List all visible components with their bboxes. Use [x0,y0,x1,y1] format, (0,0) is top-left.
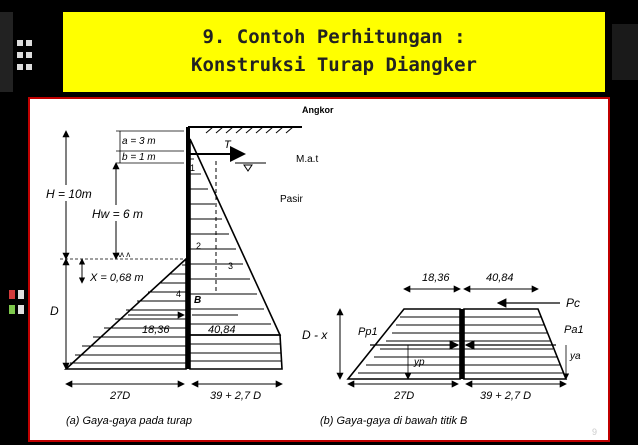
page-number: 9 [592,427,597,437]
figure-a: Angkor [44,105,334,427]
caption-b: (b) Gaya-gaya di bawah titik B [320,415,467,427]
tension-label: T [224,139,232,151]
dimension-D: D [50,304,59,318]
figure-b: 18,36 40,84 Pc [302,272,584,427]
active-trapezoid [463,308,568,380]
ground-hatch [205,126,294,134]
pile-below-B [460,309,464,379]
caption-a: (a) Gaya-gaya pada turap [66,415,192,427]
b-top-left: 18,36 [422,272,450,284]
diagram-svg: Angkor [44,105,597,437]
trapezoid-hatch [358,316,563,374]
point-B: B [194,295,201,306]
dredge-hatch: ʌʌ ʌ [116,250,130,259]
passive-pressure-diagram [63,257,187,370]
area-3: 3 [228,261,233,271]
label-yp: yp [413,357,425,368]
water-table-icon [243,164,253,172]
value-right-B: 40,84 [208,324,236,336]
passive-trapezoid [346,308,461,380]
active-pressure-diagram [189,138,282,336]
slide-title-line1: 9. Contoh Perhitungan : [202,26,466,48]
base-left-b: 27D [393,390,414,402]
dimension-D-x: D - x [302,328,328,342]
b-top-right: 40,84 [486,272,514,284]
anchor-label: Angkor [302,105,334,115]
title-box: 9. Contoh Perhitungan : Konstruksi Turap… [63,12,605,92]
value-left-B: 18,36 [142,324,170,336]
label-Pc: Pc [566,296,580,310]
area-1: 1 [190,163,195,173]
dimension-b: b = 1 m [122,152,156,163]
water-table-label: M.a.t [296,154,318,165]
label-Pa1: Pa1 [564,324,584,336]
soil-label: Pasir [280,194,303,205]
base-right-b: 39 + 2,7 D [480,390,531,402]
label-Pp1: Pp1 [358,326,378,338]
active-pressure-hatch [190,158,282,362]
dimension-H: H = 10m [46,187,92,201]
dimension-Hw: Hw = 6 m [92,207,143,221]
area-2: 2 [196,241,201,251]
area-4: 4 [176,289,181,299]
base-right-a: 39 + 2,7 D [210,390,261,402]
dimension-a: a = 3 m [122,136,156,147]
diagram-panel: Angkor [28,97,610,442]
sheet-pile [186,127,190,369]
base-left-a: 27D [109,390,130,402]
passive-pressure-hatch [70,264,186,364]
slide-title-line2: Konstruksi Turap Diangker [191,54,477,76]
dimension-X: X = 0,68 m [89,272,144,284]
label-ya: ya [569,351,581,362]
